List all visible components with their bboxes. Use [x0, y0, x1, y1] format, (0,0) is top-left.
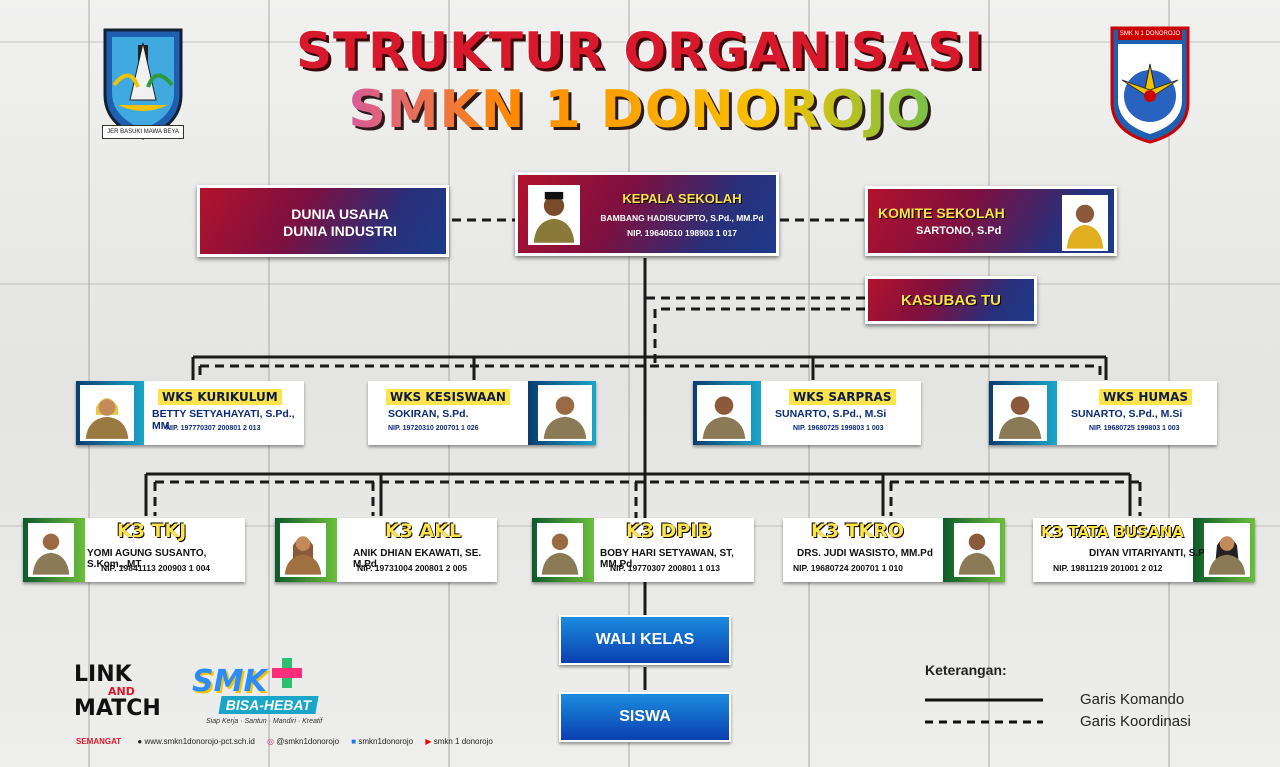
legend-title: Keterangan: [925, 662, 1007, 678]
k3-tkro-title: K3 TKRO [811, 520, 905, 542]
k3-tkro-photo [954, 523, 1000, 577]
k3-tata-busana-photo [1204, 523, 1250, 577]
facebook-icon: ■ [351, 737, 357, 746]
k3-tata-busana-card: K3 TATA BUSANA DIYAN VITARIYANTI, S.Pd N… [1033, 518, 1255, 582]
footer-youtube[interactable]: smkn 1 donorojo [433, 737, 493, 746]
k3-tkro-card: K3 TKRO DRS. JUDI WASISTO, MM.Pd NIP. 19… [783, 518, 1005, 582]
k3-tata-busana-title: K3 TATA BUSANA [1041, 523, 1184, 541]
k3-akl-photo [280, 523, 326, 577]
komite-sekolah-box: KOMITE SEKOLAH SARTONO, S.Pd [865, 186, 1117, 256]
wks-sarpras-card: WKS SARPRAS SUNARTO, S.Pd., M.Si NIP. 19… [693, 381, 921, 445]
k3-tkj-title: K3 TKJ [117, 520, 187, 542]
wali-kelas-box: WALI KELAS [559, 615, 731, 665]
link-text: LINK [74, 662, 132, 687]
k3-akl-name: ANIK DHIAN EKAWATI, SE. M.Pd [353, 548, 482, 570]
match-text: MATCH [74, 696, 161, 721]
kepala-nip: NIP. 19640510 198903 1 017 [627, 228, 737, 238]
k3-tkj-card: K3 TKJ YOMI AGUNG SUSANTO, S.Kom., MT NI… [23, 518, 245, 582]
k3-akl-title: K3 AKL [385, 520, 462, 542]
globe-icon: ● [137, 737, 143, 746]
kepala-title: KEPALA SEKOLAH [622, 191, 742, 206]
instagram-icon: ◎ [267, 737, 274, 746]
k3-tkj-nip: NIP. 19841113 200903 1 004 [101, 563, 211, 573]
k3-tkro-nip: NIP. 19680724 200701 1 010 [793, 563, 903, 573]
wks-kesiswaan-card: WKS KESISWAAN SOKIRAN, S.Pd. NIP. 197203… [368, 381, 596, 445]
page-subtitle: SMKN 1 DONOROJO [0, 80, 1280, 140]
kepala-photo [528, 185, 580, 245]
kasubag-title: KASUBAG TU [901, 292, 1001, 309]
kasubag-tu-box: KASUBAG TU [865, 276, 1037, 324]
k3-dpib-name: BOBY HARI SETYAWAN, ST, MM.Pd [600, 548, 734, 570]
east-java-emblem: JER BASUKI MAWA BEYA [100, 25, 186, 141]
wks-sarpras-name: SUNARTO, S.Pd., M.Si [775, 408, 887, 420]
k3-akl-nip: NIP. 19731004 200801 2 005 [357, 563, 467, 573]
wks-kurikulum-card: WKS KURIKULUM BETTY SETYAHAYATI, S.Pd., … [76, 381, 304, 445]
footer-bar: SEMANGAT ● www.smkn1donorojo-pct.sch.id … [76, 737, 493, 746]
wks-kurikulum-name: BETTY SETYAHAYATI, S.Pd., MM [152, 408, 295, 432]
smk-text: SMK [192, 664, 267, 699]
komite-photo [1062, 195, 1108, 251]
k3-akl-card: K3 AKL ANIK DHIAN EKAWATI, SE. M.Pd NIP.… [275, 518, 497, 582]
wks-humas-name: SUNARTO, S.Pd., M.Si [1071, 408, 1183, 420]
dudi-line2: DUNIA INDUSTRI [283, 223, 397, 239]
footer-facebook[interactable]: smkn1donorojo [358, 737, 414, 746]
youtube-icon: ▶ [425, 737, 432, 746]
smk-plus-icon [272, 658, 302, 688]
kepala-name: BAMBANG HADISUCIPTO, S.Pd., MM.Pd [600, 213, 764, 223]
wks-kesiswaan-title: WKS KESISWAAN [386, 389, 510, 405]
wks-kesiswaan-photo [538, 385, 592, 441]
k3-tata-busana-nip: NIP. 19811219 201001 2 012 [1053, 563, 1163, 573]
wks-kurikulum-nip: NIP. 197770307 200801 2 013 [166, 425, 261, 432]
k3-tkj-photo [28, 523, 74, 577]
wks-sarpras-nip: NIP. 19680725 199803 1 003 [793, 425, 884, 432]
wks-kurikulum-photo [80, 385, 134, 441]
wks-kurikulum-title: WKS KURIKULUM [158, 389, 282, 405]
kepala-sekolah-box: KEPALA SEKOLAH BAMBANG HADISUCIPTO, S.Pd… [515, 172, 779, 256]
smk-tagline: Siap Kerja · Santun · Mandiri · Kreatif [206, 718, 323, 725]
komite-title: KOMITE SEKOLAH [878, 205, 1005, 221]
legend-solid-label: Garis Komando [1080, 691, 1185, 708]
bisa-hebat-badge: BISA-HEBAT [218, 696, 319, 714]
emblem-ribbon: JER BASUKI MAWA BEYA [102, 125, 184, 139]
wks-sarpras-photo [697, 385, 751, 441]
k3-tkj-name: YOMI AGUNG SUSANTO, S.Kom., MT [87, 548, 207, 570]
legend-lines [925, 698, 1043, 724]
link-and-match-logo: LINK AND MATCH [74, 664, 184, 721]
page-title: STRUKTUR ORGANISASI [295, 22, 985, 80]
dudi-line1: DUNIA USAHA [291, 206, 389, 222]
wks-humas-nip: NIP. 19680725 199803 1 003 [1089, 425, 1180, 432]
school-emblem: SMK N 1 DONOROJO [1108, 24, 1192, 144]
k3-tkro-name: DRS. JUDI WASISTO, MM.Pd [797, 548, 933, 559]
school-emblem-ribbon: SMK N 1 DONOROJO [1118, 28, 1182, 40]
smk-bisa-hebat-logo: SMK BISA-HEBAT Siap Kerja · Santun · Man… [190, 656, 330, 734]
k3-tata-busana-name: DIYAN VITARIYANTI, S.Pd [1089, 548, 1211, 559]
k3-dpib-photo [537, 523, 583, 577]
wks-kesiswaan-nip: NIP. 19720310 200701 1 026 [388, 425, 479, 432]
wks-humas-photo [993, 385, 1047, 441]
and-text: AND [108, 685, 135, 698]
wks-humas-title: WKS HUMAS [1099, 389, 1193, 405]
k3-dpib-card: K3 DPIB BOBY HARI SETYAWAN, ST, MM.Pd NI… [532, 518, 754, 582]
k3-dpib-nip: NIP. 19770307 200801 1 013 [610, 563, 720, 573]
wks-kesiswaan-name: SOKIRAN, S.Pd. [388, 408, 469, 420]
legend-dashed-label: Garis Koordinasi [1080, 713, 1191, 730]
footer-instagram[interactable]: @smkn1donorojo [276, 737, 340, 746]
wks-sarpras-title: WKS SARPRAS [789, 389, 896, 405]
komite-name: SARTONO, S.Pd [916, 225, 1002, 237]
wks-humas-card: WKS HUMAS SUNARTO, S.Pd., M.Si NIP. 1968… [989, 381, 1217, 445]
dudi-box: DUNIA USAHA DUNIA INDUSTRI [197, 185, 449, 257]
footer-brand: SEMANGAT [76, 737, 122, 746]
footer-website[interactable]: www.smkn1donorojo-pct.sch.id [144, 737, 255, 746]
siswa-box: SISWA [559, 692, 731, 742]
k3-dpib-title: K3 DPIB [626, 520, 712, 542]
